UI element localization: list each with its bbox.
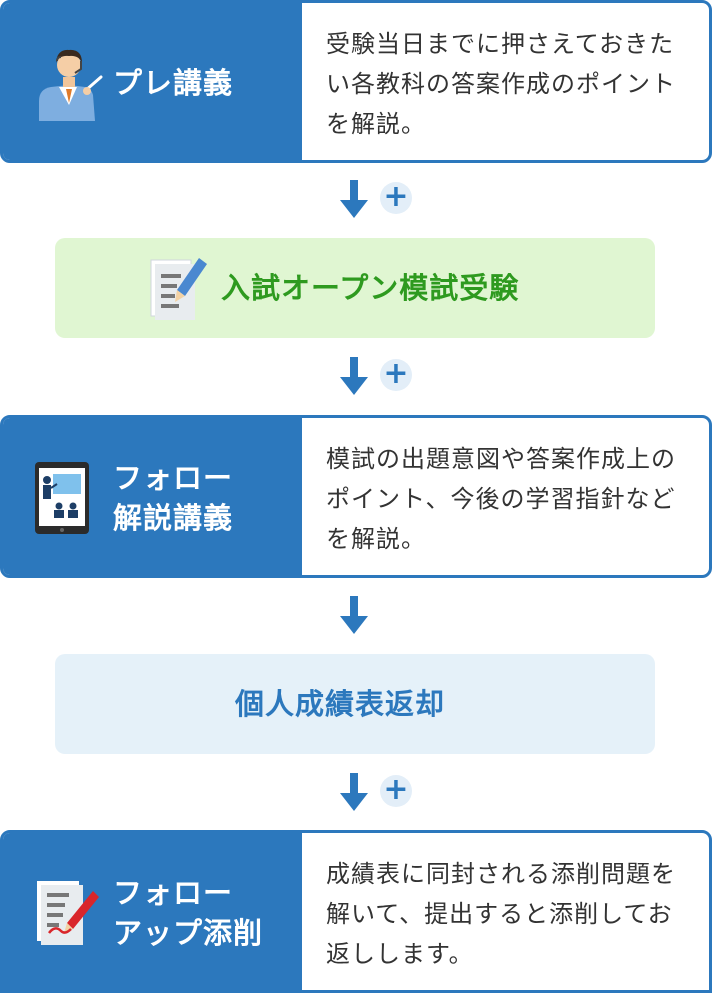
lecturer-icon — [39, 49, 103, 121]
arrow-down-icon — [340, 357, 368, 395]
arrow-down-icon — [340, 180, 368, 218]
step-label-panel: フォロー 解説講義 — [3, 418, 302, 575]
step-pre-lecture: プレ講義 受験当日までに押さえておきたい各教科の答案作成のポイントを解説。 — [0, 0, 712, 163]
step-open-exam: 入試オープン模試受験 — [55, 238, 655, 338]
step-description: 成績表に同封される添削問題を解いて、提出すると添削してお返しします。 — [326, 860, 676, 968]
step-description: 模試の出題意図や答案作成上のポイント、今後の学習指針などを解説。 — [326, 445, 676, 553]
step-label-panel: プレ講義 — [3, 3, 302, 160]
plus-icon: + — [380, 775, 412, 807]
step-title: 個人成績表返却 — [235, 687, 446, 721]
arrow-down-icon — [340, 773, 368, 811]
step-title: 入試オープン模試受験 — [221, 271, 520, 305]
step-follow-up-correction: フォロー アップ添削 成績表に同封される添削問題を解いて、提出すると添削してお返… — [0, 830, 712, 993]
paper-red-pen-icon — [37, 881, 99, 945]
step-follow-lecture: フォロー 解説講義 模試の出題意図や答案作成上のポイント、今後の学習指針などを解… — [0, 415, 712, 578]
step-label-panel: フォロー アップ添削 — [3, 833, 302, 990]
exam-paper-pencil-icon — [150, 258, 207, 320]
step-title: フォロー アップ添削 — [113, 876, 264, 950]
step-description: 受験当日までに押さえておきたい各教科の答案作成のポイントを解説。 — [326, 30, 676, 138]
plus-icon: + — [380, 182, 412, 214]
tablet-lecture-icon — [35, 462, 89, 534]
step-title: フォロー 解説講義 — [113, 461, 234, 535]
step-report-return: 個人成績表返却 — [55, 654, 655, 754]
arrow-down-icon — [340, 596, 368, 634]
plus-icon: + — [380, 359, 412, 391]
step-title: プレ講義 — [113, 66, 234, 100]
